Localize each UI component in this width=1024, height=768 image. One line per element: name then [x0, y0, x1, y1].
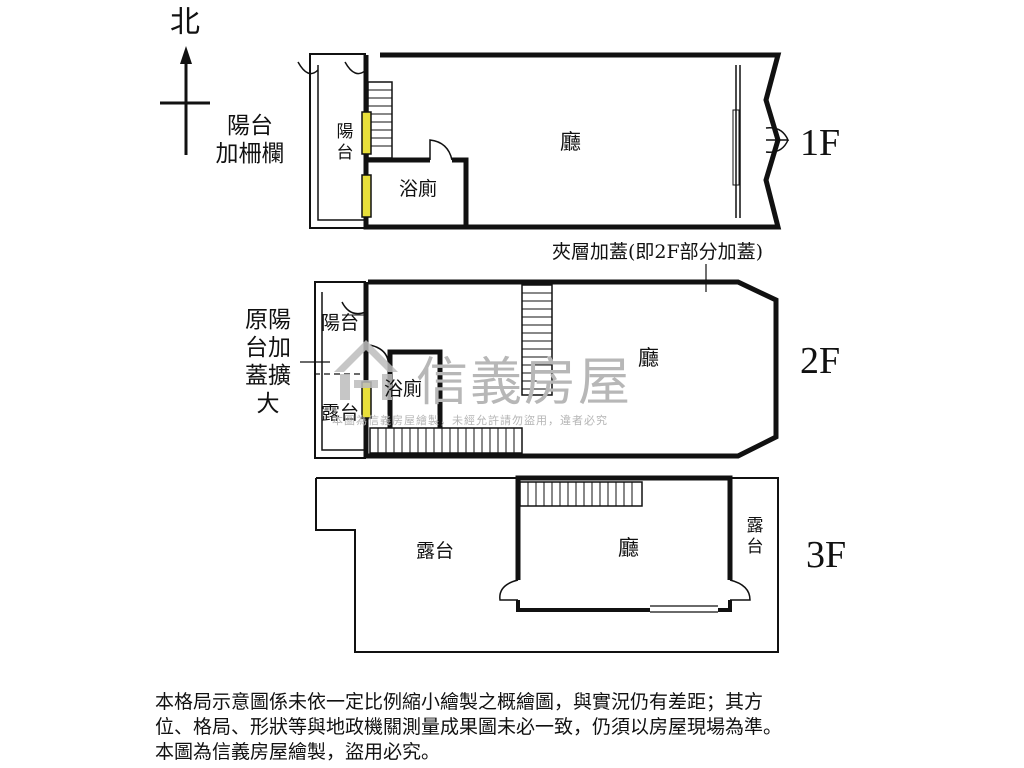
house-logo-icon: [334, 340, 398, 400]
window-1f-a: [361, 111, 372, 155]
window-1f-b: [361, 174, 372, 218]
room-1f-hall: 廳: [560, 130, 581, 154]
north-label: 北: [170, 5, 200, 40]
watermark-brand: 信義房屋: [416, 353, 633, 413]
watermark: 信義房屋 本圖為信義房屋繪製，未經允許請勿盜用，違者必究: [324, 338, 704, 427]
floor-label-3f: 3F: [806, 534, 847, 576]
note-1f-balcony-railing: 陽台 加柵欄: [215, 113, 285, 167]
floor-1f-plan: [297, 52, 790, 230]
disclaimer-text: 本格局示意圖係未依一定比例縮小繪製之概繪圖，與實況仍有差距；其方 位、格局、形狀…: [155, 691, 783, 763]
floor-label-2f: 2F: [800, 340, 841, 382]
room-3f-hall: 廳: [618, 536, 639, 560]
room-2f-hall: 廳: [638, 346, 659, 370]
compass-cross-icon: [160, 46, 210, 155]
floor-2f-plan: [300, 264, 779, 459]
floor-3f-plan: [315, 475, 779, 653]
room-1f-bathroom: 浴廁: [399, 178, 438, 200]
room-2f-terrace: 露台: [321, 402, 360, 424]
room-3f-terrace-right: 露 台: [746, 516, 764, 557]
watermark-subtext: 本圖為信義房屋繪製，未經允許請勿盜用，違者必究: [332, 414, 608, 427]
room-3f-terrace-left: 露台: [416, 540, 455, 562]
room-2f-balcony: 陽台: [321, 312, 360, 334]
floor-label-1f: 1F: [800, 122, 841, 164]
room-2f-bathroom: 浴廁: [384, 378, 423, 400]
note-2f-balcony-extension: 原陽 台加 蓋擴 大: [245, 307, 291, 417]
room-1f-balcony: 陽 台: [336, 122, 354, 163]
mezzanine-note: 夾層加蓋(即2F部分加蓋): [552, 241, 764, 263]
